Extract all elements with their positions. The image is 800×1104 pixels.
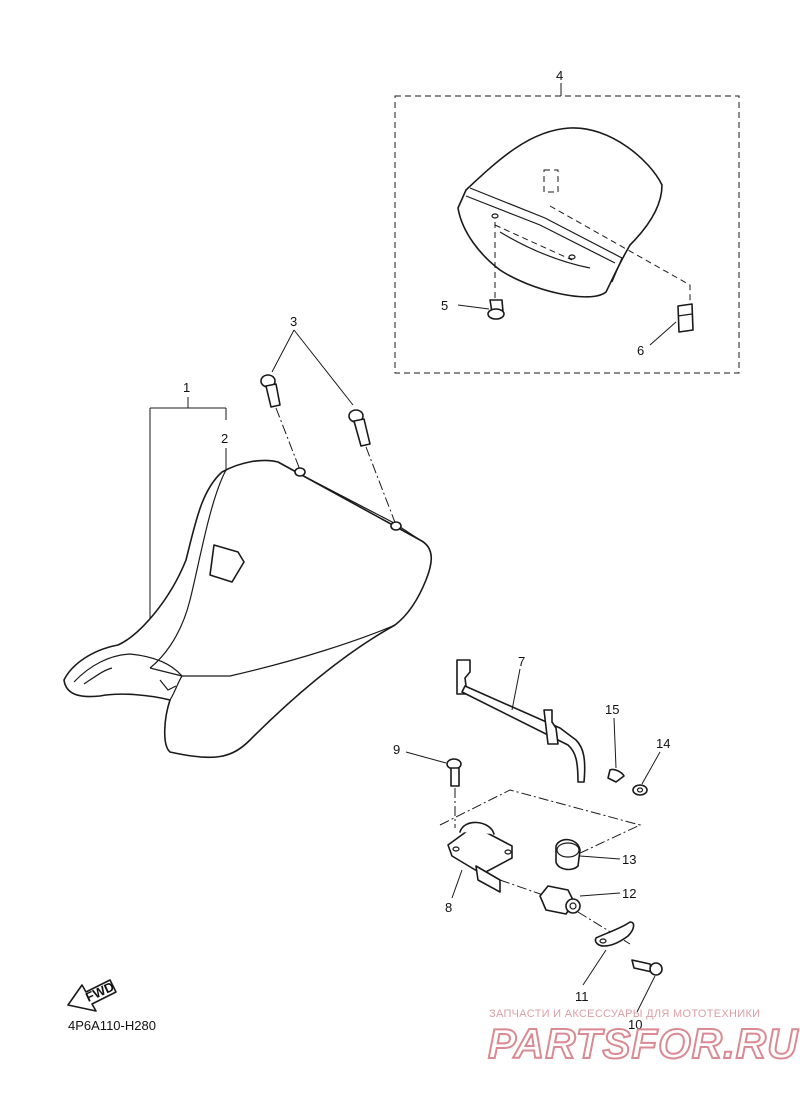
callout-6[interactable]: 6 [637,343,644,358]
bolt-3b [348,409,371,447]
callout-3[interactable]: 3 [290,314,297,329]
bolt-10 [631,959,663,976]
clip-11 [594,921,635,947]
seat-lock-8 [447,821,513,893]
callout-1[interactable]: 1 [183,380,190,395]
fwd-arrow-icon: FWD [67,979,117,1012]
lock-mount-plane [439,789,642,856]
diagram-code: 4P6A110-H280 [68,1018,156,1033]
seat-lock-rod-7 [456,659,586,783]
watermark-tagline: ЗАПЧАСТИ И АКСЕССУАРЫ ДЛЯ МОТОТЕХНИКИ [489,1008,761,1020]
callout-9[interactable]: 9 [393,742,400,757]
clip-15 [607,768,625,783]
seat [63,459,433,759]
callout-15[interactable]: 15 [605,702,619,717]
collar-13 [555,838,581,871]
bolt-3a [260,374,281,408]
callout-5[interactable]: 5 [441,298,448,313]
callout-11[interactable]: 11 [575,989,589,1004]
grommet-5 [487,299,505,320]
watermark-logo: PARTSFOR.RU [487,1019,799,1068]
callout-13[interactable]: 13 [622,852,636,867]
callout-12[interactable]: 12 [622,886,636,901]
damper-6 [677,303,694,333]
callout-7[interactable]: 7 [518,654,525,669]
seat-cowl [457,127,691,305]
callout-10[interactable]: 10 [628,1017,642,1032]
washer-14 [632,784,648,796]
bracket-12 [539,885,581,915]
callout-2[interactable]: 2 [221,431,228,446]
callout-14[interactable]: 14 [656,736,670,751]
label-2 [209,544,245,583]
callout-8[interactable]: 8 [445,900,452,915]
callout-4[interactable]: 4 [556,68,563,83]
seat-cowl-kit-box [394,95,740,374]
screw-9 [446,758,462,787]
